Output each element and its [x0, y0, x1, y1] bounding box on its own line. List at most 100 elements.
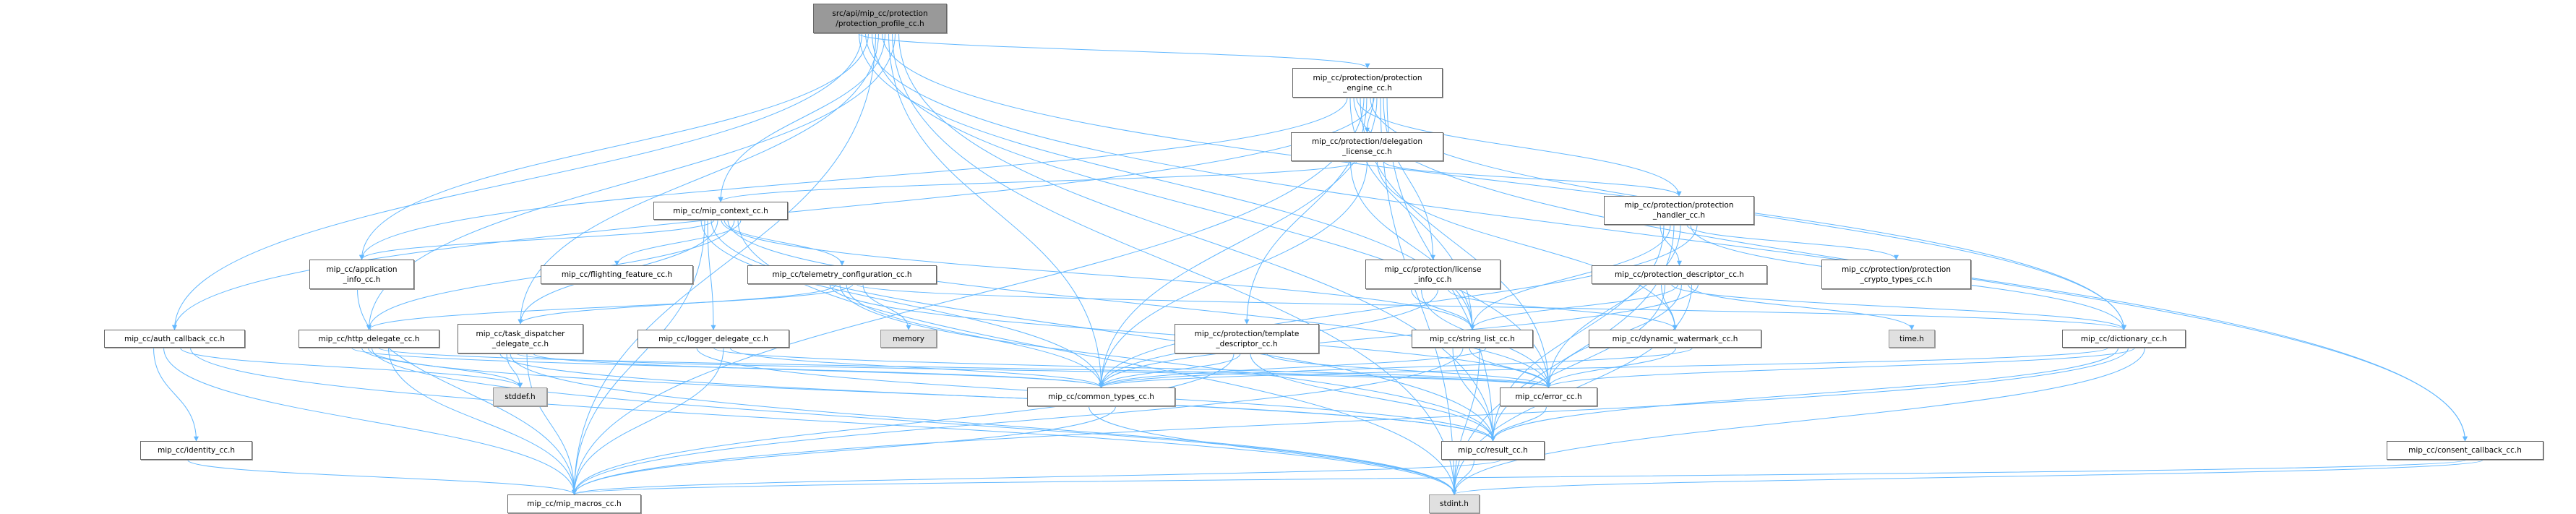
- graph-node-crypto[interactable]: mip_cc/protection/protection _crypto_typ…: [1821, 260, 1971, 289]
- graph-node-handler[interactable]: mip_cc/protection/protection _handler_cc…: [1604, 196, 1754, 225]
- graph-node-descriptor[interactable]: mip_cc/protection_descriptor_cc.h: [1592, 265, 1767, 284]
- edge-template-to-common: [1099, 353, 1241, 388]
- edge-dictionary-to-common: [1099, 347, 2108, 388]
- graph-node-engine[interactable]: mip_cc/protection/protection _engine_cc.…: [1292, 68, 1443, 98]
- edge-root-to-macros: [572, 33, 876, 495]
- edge-telemetry-to-dictionary: [856, 283, 2126, 330]
- edge-task-to-common: [533, 353, 1104, 388]
- edge-string_list-to-stdint: [1451, 347, 1480, 495]
- graph-node-telemetry[interactable]: mip_cc/telemetry_configuration_cc.h: [747, 265, 937, 284]
- edge-handler-to-crypto: [1686, 224, 1899, 260]
- graph-node-identity[interactable]: mip_cc/identity_cc.h: [140, 441, 252, 460]
- graph-node-flighting[interactable]: mip_cc/flighting_feature_cc.h: [541, 265, 693, 284]
- edge-license_info-to-watermark: [1448, 288, 1678, 330]
- edge-template-to-macros: [572, 353, 1235, 495]
- edge-root-to-consent: [865, 33, 2468, 442]
- edge-common-to-stdint: [1089, 406, 1457, 495]
- edge-context-to-error: [727, 219, 1551, 388]
- edge-task-to-stddef: [506, 353, 523, 388]
- graph-node-macros[interactable]: mip_cc/mip_macros_cc.h: [507, 494, 641, 513]
- graph-node-template[interactable]: mip_cc/protection/template _descriptor_c…: [1175, 324, 1319, 354]
- edge-telemetry-to-common: [846, 283, 1104, 388]
- edge-logger-to-common: [729, 347, 1104, 388]
- graph-node-http[interactable]: mip_cc/http_delegate_cc.h: [299, 330, 439, 348]
- edge-engine-to-macros: [572, 97, 1365, 495]
- graph-node-stddef: stddef.h: [493, 387, 547, 406]
- graph-node-stdint: stdint.h: [1429, 494, 1480, 513]
- edge-context-to-app_info: [359, 219, 715, 260]
- edge-handler-to-descriptor: [1660, 224, 1682, 266]
- edge-result-to-macros: [572, 459, 1501, 495]
- edge-auth-to-stddef: [180, 347, 523, 388]
- edge-delegation-to-common: [1099, 160, 1368, 388]
- edge-delegation-to-handler: [1383, 160, 1682, 197]
- edge-engine-to-app_info: [359, 97, 1348, 260]
- graph-node-consent[interactable]: mip_cc/consent_callback_cc.h: [2387, 441, 2543, 460]
- edge-root-to-context: [718, 33, 885, 202]
- edge-license_info-to-string_list: [1411, 288, 1475, 330]
- edge-http-to-stdint: [372, 347, 1457, 495]
- edge-string_list-to-common: [1099, 347, 1487, 388]
- graph-node-license_info[interactable]: mip_cc/protection/license _info_cc.h: [1365, 260, 1500, 289]
- graph-node-watermark[interactable]: mip_cc/dynamic_watermark_cc.h: [1589, 330, 1761, 348]
- graph-node-context[interactable]: mip_cc/mip_context_cc.h: [653, 202, 788, 220]
- edge-context-to-telemetry: [724, 219, 845, 266]
- edge-engine-to-delegation: [1365, 97, 1374, 133]
- graph-node-logger[interactable]: mip_cc/logger_delegate_cc.h: [637, 330, 789, 348]
- edge-telemetry-to-result: [839, 283, 1495, 442]
- edge-dictionary-to-result: [1490, 347, 2118, 442]
- edge-http-to-macros: [388, 347, 577, 495]
- edge-engine-to-license_info: [1383, 97, 1435, 260]
- edge-context-to-stdint: [737, 219, 1457, 495]
- graph-node-delegation[interactable]: mip_cc/protection/delegation _license_cc…: [1291, 132, 1443, 161]
- edge-descriptor-to-result: [1490, 283, 1665, 442]
- graph-node-error[interactable]: mip_cc/error_cc.h: [1500, 387, 1597, 406]
- edge-task-to-error: [516, 353, 1551, 388]
- edge-engine-to-template: [1244, 97, 1368, 325]
- edge-task-to-result: [499, 353, 1495, 442]
- graph-node-memory: memory: [880, 330, 937, 348]
- edge-engine-to-stdint: [1380, 97, 1457, 495]
- graph-node-time: time.h: [1889, 330, 1935, 348]
- edge-descriptor-to-watermark: [1661, 283, 1678, 330]
- edge-root-to-dictionary: [882, 33, 2126, 330]
- edge-identity-to-macros: [187, 459, 577, 495]
- edge-dictionary-to-macros: [572, 347, 2129, 495]
- edge-auth-to-stdint: [190, 347, 1457, 495]
- edge-context-to-string_list: [721, 219, 1475, 330]
- edge-watermark-to-common: [1099, 347, 1693, 388]
- edge-telemetry-to-http: [366, 283, 854, 330]
- graph-node-task[interactable]: mip_cc/task_dispatcher _delegate_cc.h: [458, 324, 583, 354]
- edge-engine-to-handler: [1356, 97, 1682, 197]
- edge-context-to-common: [700, 219, 1104, 388]
- edge-consent-to-macros: [572, 459, 2467, 495]
- graph-node-string_list[interactable]: mip_cc/string_list_cc.h: [1412, 330, 1533, 348]
- edge-template-to-error: [1266, 353, 1551, 388]
- edge-root-to-auth: [172, 33, 862, 330]
- edge-string_list-to-macros: [572, 347, 1464, 495]
- graph-node-dictionary[interactable]: mip_cc/dictionary_cc.h: [2062, 330, 2186, 348]
- edge-root-to-engine: [858, 33, 1370, 69]
- graph-node-common[interactable]: mip_cc/common_types_cc.h: [1027, 387, 1175, 406]
- graph-node-auth[interactable]: mip_cc/auth_callback_cc.h: [104, 330, 245, 348]
- edge-consent-to-stdint: [1451, 459, 2483, 495]
- edge-descriptor-to-string_list: [1469, 283, 1678, 330]
- edge-auth-to-identity: [153, 347, 199, 442]
- edge-auth-to-macros: [163, 347, 577, 495]
- edge-descriptor-to-dictionary: [1671, 283, 2126, 330]
- edge-context-to-macros: [572, 219, 705, 495]
- edge-delegation-to-string_list: [1350, 160, 1475, 330]
- edge-http-to-error: [378, 347, 1551, 388]
- edge-dictionary-to-error: [1546, 347, 2135, 388]
- edge-handler-to-error: [1546, 224, 1681, 388]
- edge-delegation-to-context: [718, 160, 1357, 202]
- edge-task-to-macros: [526, 353, 577, 495]
- edge-string_list-to-error: [1469, 347, 1551, 388]
- edge-delegation-to-watermark: [1377, 160, 1678, 330]
- edge-descriptor-to-time: [1688, 283, 1915, 330]
- graph-node-app_info[interactable]: mip_cc/application _info_cc.h: [309, 260, 414, 289]
- graph-node-result[interactable]: mip_cc/result_cc.h: [1441, 441, 1545, 460]
- edge-root-to-stdint: [892, 33, 1457, 495]
